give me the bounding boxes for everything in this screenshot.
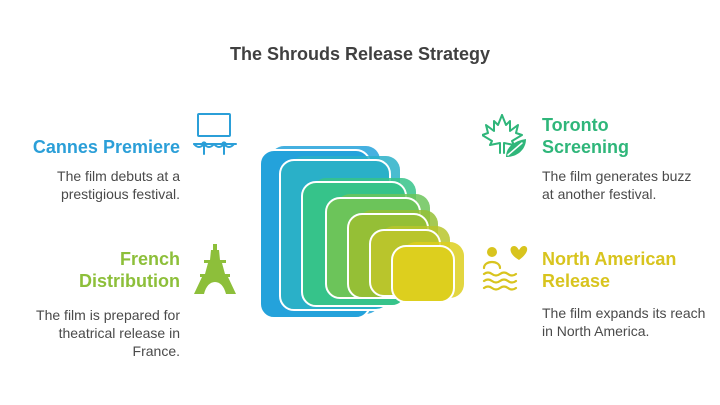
maple-leaf-icon — [482, 113, 530, 159]
toronto-screening-block: Toronto Screening — [542, 114, 702, 158]
french-distribution-block: French Distribution — [40, 248, 180, 292]
cannes-premiere-block: Cannes Premiere — [20, 136, 180, 158]
cannes-premiere-description: The film debuts at a prestigious festiva… — [57, 168, 180, 202]
cinema-screen-icon — [192, 112, 238, 158]
stacked-layers-graphic — [256, 136, 466, 346]
layer-7 — [391, 245, 455, 303]
french-distribution-description: The film is prepared for theatrical rele… — [36, 307, 180, 359]
cannes-premiere-heading: Cannes Premiere — [32, 137, 180, 157]
north-american-release-desc-wrap: The film expands its reach in North Amer… — [542, 304, 712, 340]
north-american-release-description: The film expands its reach in North Amer… — [542, 305, 706, 339]
french-distribution-desc-wrap: The film is prepared for theatrical rele… — [20, 306, 180, 360]
french-distribution-heading: French Distribution — [79, 249, 180, 291]
toronto-screening-description: The film generates buzz at another festi… — [542, 168, 692, 202]
page-title: The Shrouds Release Strategy — [229, 44, 491, 64]
north-american-release-block: North American Release — [542, 248, 712, 292]
toronto-screening-heading: Toronto Screening — [542, 115, 630, 157]
toronto-screening-desc-wrap: The film generates buzz at another festi… — [542, 167, 702, 203]
eiffel-tower-icon — [192, 244, 238, 294]
north-american-release-heading: North American Release — [542, 249, 677, 291]
cannes-premiere-desc-wrap: The film debuts at a prestigious festiva… — [20, 167, 180, 203]
audience-heart-icon — [482, 244, 532, 292]
